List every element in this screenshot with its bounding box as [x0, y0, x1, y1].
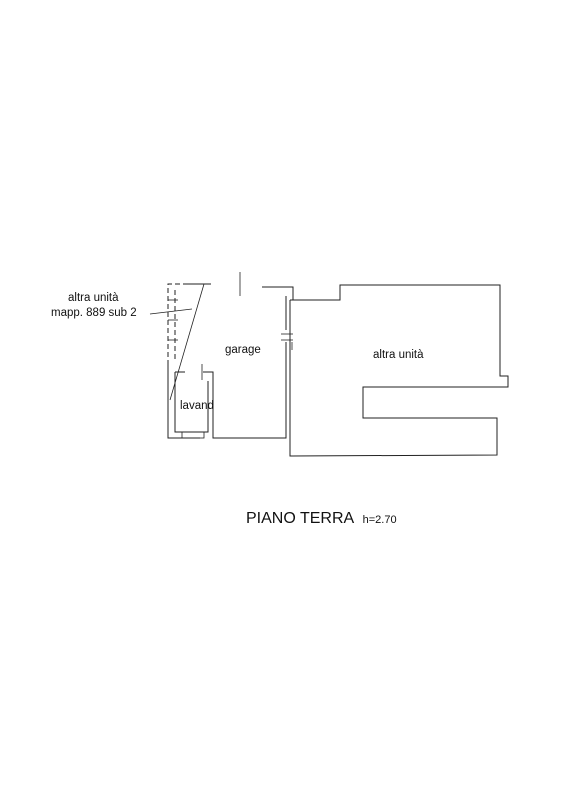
dashed-boundary	[167, 283, 205, 401]
leader-line	[149, 308, 193, 315]
door-marks	[201, 272, 241, 380]
garage-walls	[167, 283, 294, 439]
label-garage: garage	[225, 344, 261, 356]
other-unit-right-outline	[289, 284, 509, 457]
label-other-unit-left-2: mapp. 889 sub 2	[51, 307, 137, 319]
caption-title: PIANO TERRA	[246, 510, 355, 527]
label-other-unit-right: altra unità	[373, 349, 424, 361]
label-other-unit-left-1: altra unità	[68, 292, 119, 304]
caption: PIANO TERRA h=2.70	[246, 510, 397, 527]
label-laundry: lavand	[180, 400, 214, 412]
caption-height-note: h=2.70	[363, 514, 397, 526]
